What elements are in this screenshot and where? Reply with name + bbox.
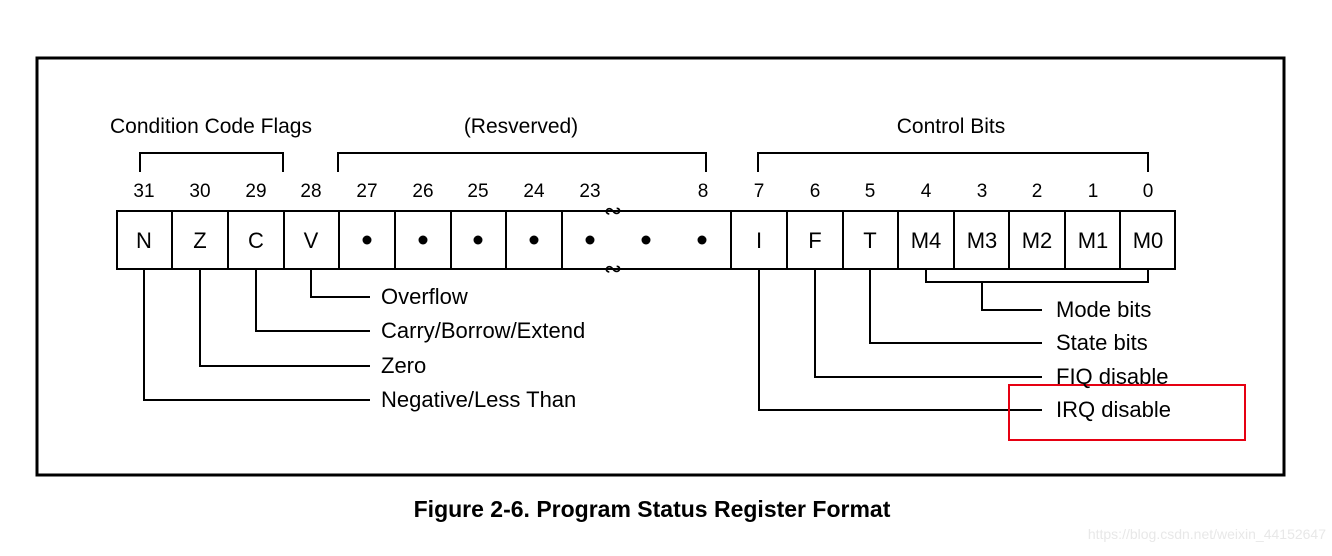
cell-value-0: M0: [1133, 228, 1164, 253]
bit-number-29: 29: [245, 181, 266, 202]
reserved-dot-24-icon: [529, 235, 539, 245]
cell-value-31: N: [136, 228, 152, 253]
figure-frame: [35, 56, 1286, 477]
callout-label-negative: Negative/Less Than: [381, 387, 576, 412]
bit-number-2: 2: [1032, 181, 1043, 202]
bit-number-0: 0: [1143, 181, 1154, 202]
cell-value-5: T: [863, 228, 876, 253]
cell-value-4: M4: [911, 228, 942, 253]
bit-number-27: 27: [356, 181, 377, 202]
bracket-condition-code-flags: [139, 152, 284, 172]
cell-value-30: Z: [193, 228, 206, 253]
bit-number-24: 24: [523, 181, 545, 202]
break-squiggle-bottom-icon: ∾: [604, 256, 622, 281]
reserved-dot-23-icon: [585, 235, 595, 245]
leader-state-bits: [869, 269, 1042, 344]
bit-number-26: 26: [412, 181, 433, 202]
cell-value-6: F: [808, 228, 821, 253]
bit-number-23: 23: [579, 181, 600, 202]
bit-number-5: 5: [865, 181, 876, 202]
bracket-control-bits: [757, 152, 1149, 172]
cell-value-29: C: [248, 228, 264, 253]
leader-zero: [199, 269, 370, 367]
bit-number-30: 30: [189, 181, 210, 202]
reserved-dot-26-icon: [418, 235, 428, 245]
bit-number-4: 4: [921, 181, 932, 202]
bit-number-8: 8: [698, 181, 709, 202]
leader-mode-bits: [981, 282, 1042, 311]
reserved-dot-27-icon: [362, 235, 372, 245]
group-label-reserved: (Resverved): [464, 115, 578, 138]
reserved-dot-mid-icon: [641, 235, 651, 245]
leader-irq-disable: [758, 269, 1042, 411]
callout-label-state-bits: State bits: [1056, 330, 1148, 355]
leader-overflow: [310, 269, 370, 298]
bit-number-6: 6: [810, 181, 821, 202]
break-squiggle-top-icon: ∾: [604, 198, 622, 223]
highlight-box-irq-disable: [1008, 384, 1246, 441]
cell-value-3: M3: [967, 228, 998, 253]
callout-label-irq-disable: IRQ disable: [1056, 397, 1171, 422]
bit-number-3: 3: [977, 181, 988, 202]
callout-label-zero: Zero: [381, 353, 426, 378]
cell-value-2: M2: [1022, 228, 1053, 253]
cell-value-7: I: [756, 228, 762, 253]
cell-value-1: M1: [1078, 228, 1109, 253]
callout-label-overflow: Overflow: [381, 284, 468, 309]
figure-caption: Figure 2-6. Program Status Register Form…: [414, 496, 891, 522]
watermark: https://blog.csdn.net/weixin_44152647: [1088, 526, 1326, 542]
bracket-mode-bits: [925, 269, 1149, 283]
leader-negative: [143, 269, 370, 401]
bit-number-7: 7: [754, 181, 765, 202]
leader-carry: [255, 269, 370, 332]
callout-label-carry: Carry/Borrow/Extend: [381, 318, 585, 343]
callout-label-fiq-disable: FIQ disable: [1056, 364, 1169, 389]
group-label-control-bits: Control Bits: [897, 115, 1006, 138]
bit-number-28: 28: [300, 181, 321, 202]
callout-label-mode-bits: Mode bits: [1056, 297, 1151, 322]
bracket-reserved: [337, 152, 707, 172]
bit-number-25: 25: [467, 181, 488, 202]
bit-number-31: 31: [133, 181, 154, 202]
reserved-dot-8-icon: [697, 235, 707, 245]
leader-fiq-disable: [814, 269, 1042, 378]
register-outline: [116, 210, 1176, 270]
bit-number-1: 1: [1088, 181, 1099, 202]
cell-value-28: V: [304, 228, 319, 253]
reserved-dot-25-icon: [473, 235, 483, 245]
group-label-condition-code-flags: Condition Code Flags: [110, 115, 312, 138]
